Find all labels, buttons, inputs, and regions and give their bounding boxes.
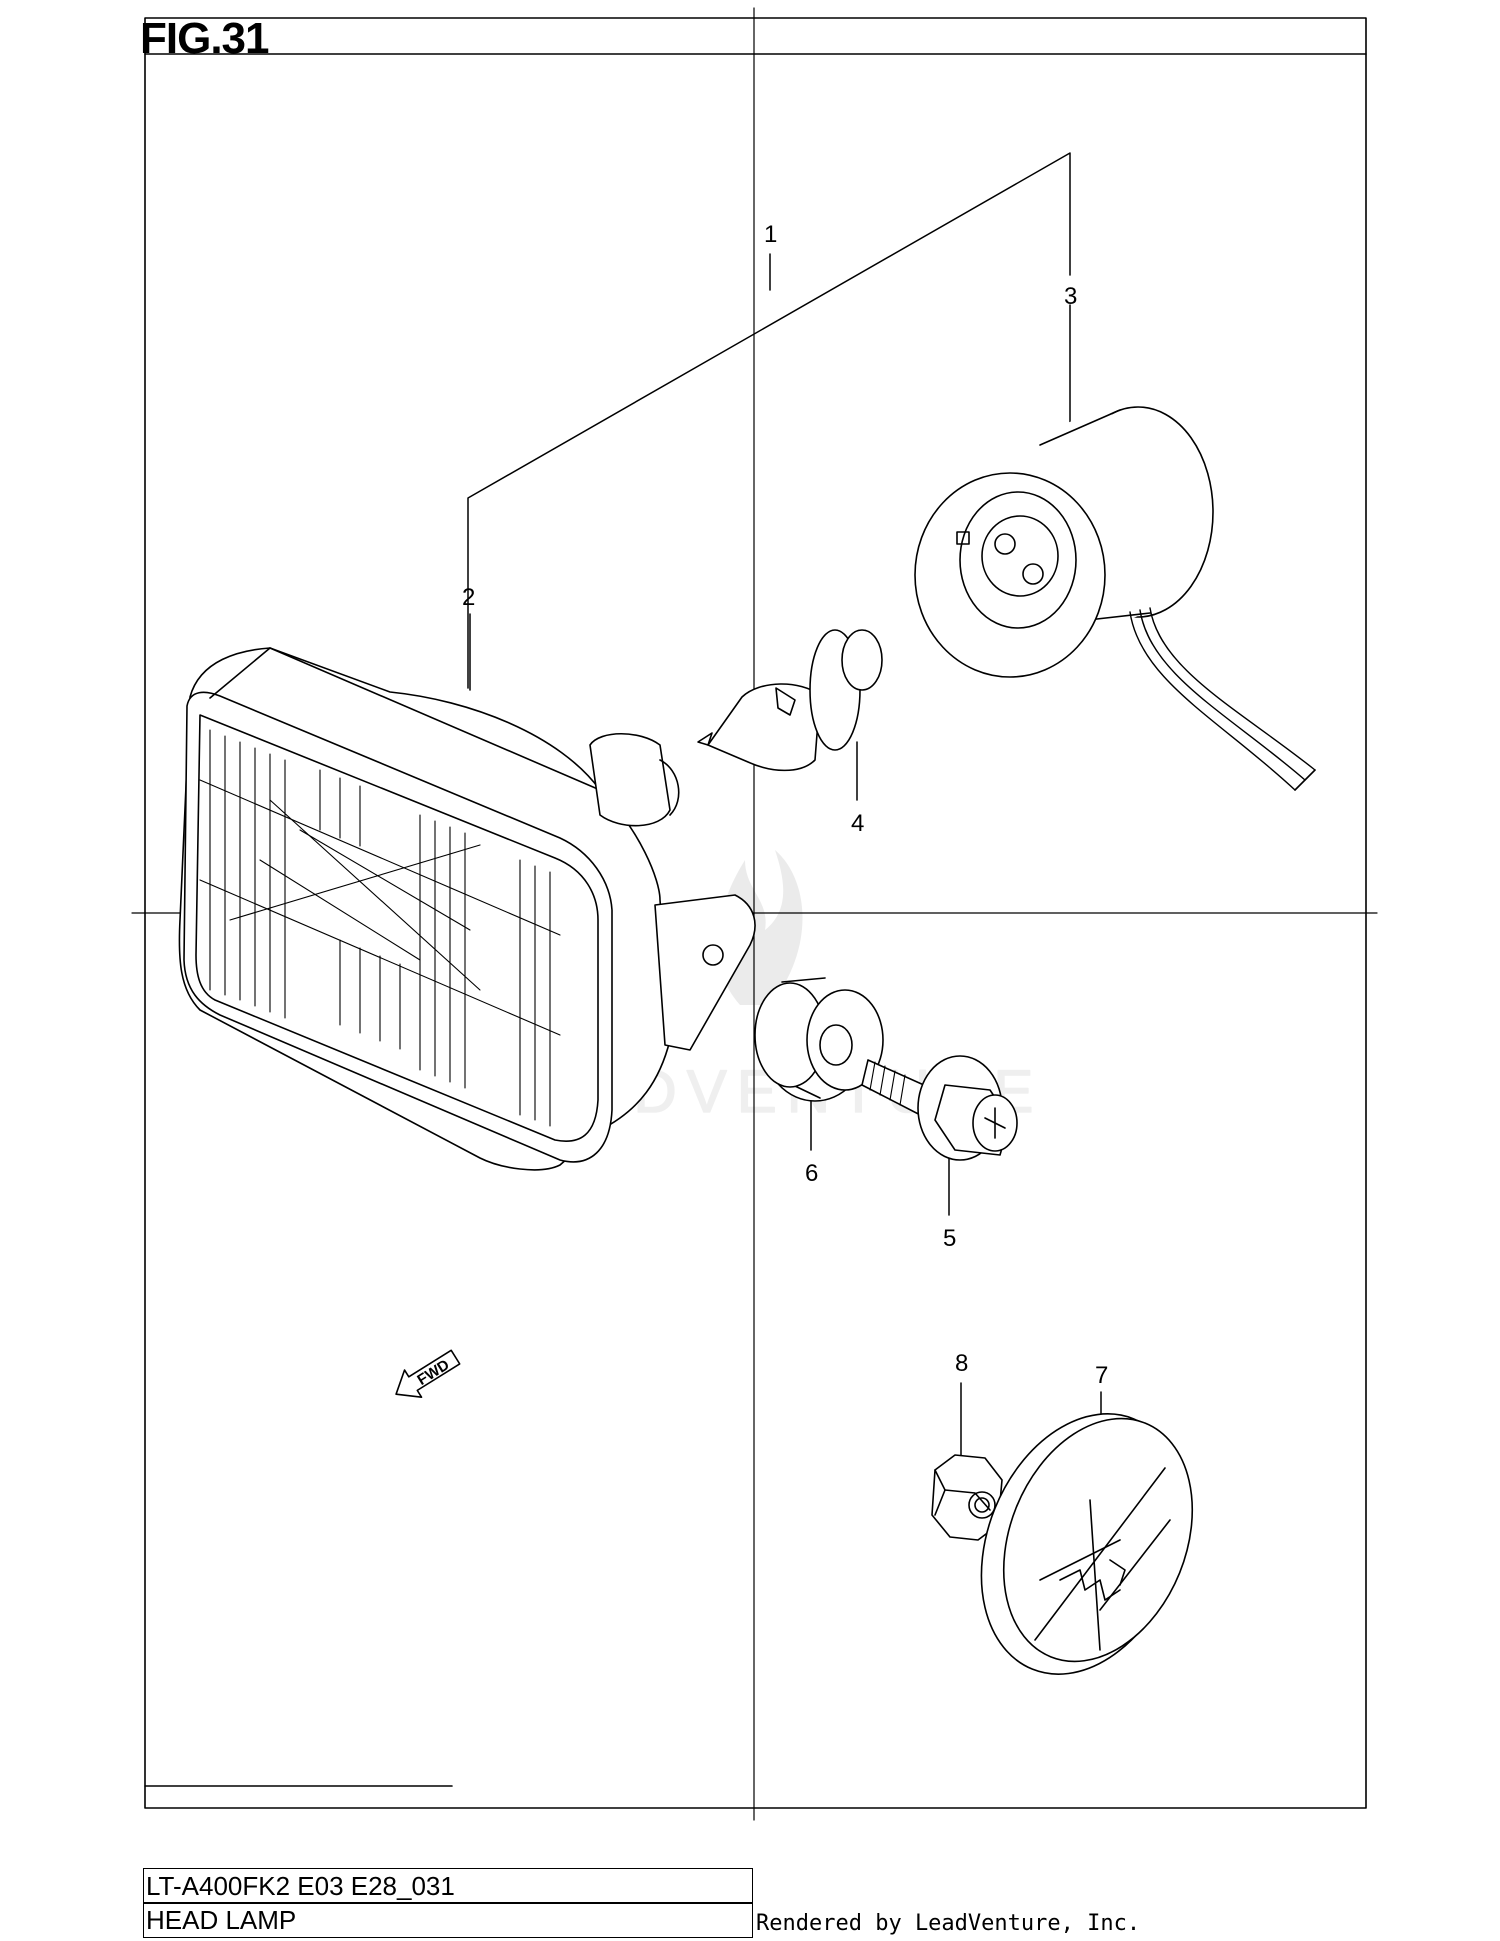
section-name: HEAD LAMP — [143, 1902, 753, 1938]
callout-5: 5 — [943, 1225, 956, 1252]
callout-2: 2 — [462, 584, 475, 611]
forward-arrow-icon: FWD — [395, 1349, 461, 1398]
bulb-part-4 — [697, 629, 883, 772]
callout-4: 4 — [851, 810, 864, 837]
head-lamp-housing-part-2 — [178, 647, 756, 1171]
socket-cover-part-3 — [914, 406, 1316, 791]
cap-part-7 — [980, 1413, 1194, 1675]
callout-8: 8 — [955, 1350, 968, 1377]
figure-title: FIG.31 — [140, 14, 269, 63]
callout-1: 1 — [764, 221, 777, 248]
callout-7: 7 — [1095, 1362, 1108, 1389]
callout-3: 3 — [1064, 283, 1077, 310]
model-code: LT-A400FK2 E03 E28_031 — [143, 1868, 753, 1904]
screw-part-5 — [861, 1055, 1018, 1161]
callout-labels: 1 2 3 4 5 6 7 8 — [462, 221, 1108, 1389]
render-credit: Rendered by LeadVenture, Inc. — [756, 1911, 1141, 1936]
callout-6: 6 — [805, 1160, 818, 1187]
grommet-part-6 — [754, 977, 884, 1102]
